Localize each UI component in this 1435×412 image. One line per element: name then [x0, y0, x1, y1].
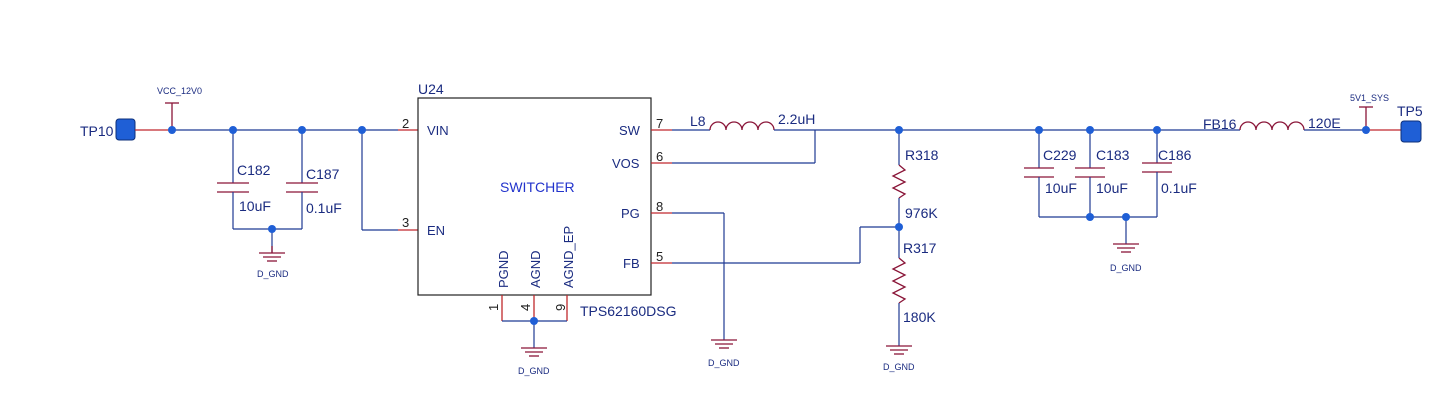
junction-dot — [268, 225, 276, 233]
r317-ref: R317 — [903, 240, 937, 256]
net-label-5v1-sys: 5V1_SYS — [1350, 93, 1389, 103]
ic-function-label: SWITCHER — [500, 179, 575, 195]
junction-dot — [358, 126, 366, 134]
ground-symbol-feedback: D_GND — [883, 345, 915, 372]
gnd-label-output: D_GND — [1110, 263, 1142, 273]
ic-ref: U24 — [418, 81, 444, 97]
junction-dot — [1362, 126, 1370, 134]
junction-dot — [1035, 126, 1043, 134]
junction-dot — [1086, 213, 1094, 221]
pin-en-number: 3 — [402, 215, 409, 230]
c186-ref: C186 — [1158, 147, 1192, 163]
gnd-label-pg: D_GND — [708, 358, 740, 368]
r318-ref: R318 — [905, 147, 939, 163]
testpoint-tp10-label: TP10 — [80, 123, 114, 139]
ground-symbol-pg: D_GND — [708, 339, 740, 368]
pin-agnd-ep-name: AGND_EP — [561, 226, 576, 288]
power-port-vcc-12v0: VCC_12V0 — [157, 86, 202, 130]
fb16-value: 120E — [1308, 115, 1341, 131]
junction-dot — [1122, 213, 1130, 221]
pin-pg-number: 8 — [656, 199, 663, 214]
capacitor-c182[interactable]: C182 10uF — [217, 130, 271, 229]
c183-value: 10uF — [1096, 180, 1128, 196]
resistor-r318[interactable]: R318 976K — [891, 130, 939, 258]
capacitor-c186[interactable]: C186 0.1uF — [1142, 130, 1197, 217]
pin-agnd-ep-number: 9 — [553, 304, 568, 311]
r318-value: 976K — [905, 205, 938, 221]
gnd-label-feedback: D_GND — [883, 362, 915, 372]
pin-fb-number: 5 — [656, 249, 663, 264]
fb16-ref: FB16 — [1203, 116, 1237, 132]
capacitor-c229[interactable]: C229 10uF — [1024, 130, 1077, 217]
pin-agnd-name: AGND — [528, 250, 543, 288]
junction-dot — [895, 223, 903, 231]
resistor-r317[interactable]: R317 180K — [891, 240, 937, 346]
junction-dot — [168, 126, 176, 134]
pin-vin-number: 2 — [402, 116, 409, 131]
gnd-label-input: D_GND — [257, 269, 289, 279]
ferrite-bead-fb16[interactable]: FB16 120E — [1203, 115, 1341, 132]
c182-value: 10uF — [239, 198, 271, 214]
junction-dot — [895, 126, 903, 134]
power-port-5v1-sys: 5V1_SYS — [1350, 93, 1389, 130]
pin-vos-number: 6 — [656, 149, 663, 164]
junction-dot — [229, 126, 237, 134]
c183-ref: C183 — [1096, 147, 1130, 163]
net-label-vcc-12v0: VCC_12V0 — [157, 86, 202, 96]
r317-value: 180K — [903, 309, 936, 325]
c229-value: 10uF — [1045, 180, 1077, 196]
ground-symbol-input: D_GND — [257, 246, 289, 279]
c186-value: 0.1uF — [1161, 180, 1197, 196]
pin-sw-number: 7 — [656, 116, 663, 131]
pin-pgnd-number: 1 — [486, 304, 501, 311]
c229-ref: C229 — [1043, 147, 1077, 163]
junction-dot — [1153, 126, 1161, 134]
pin-agnd-number: 4 — [518, 304, 533, 311]
testpoint-tp5[interactable]: TP5 — [1397, 103, 1423, 143]
junction-dot — [298, 126, 306, 134]
capacitor-c183[interactable]: C183 10uF — [1075, 130, 1130, 217]
pin-pgnd-name: PGND — [496, 250, 511, 288]
junction-dot — [1086, 126, 1094, 134]
l8-value: 2.2uH — [778, 111, 815, 127]
l8-ref: L8 — [690, 113, 706, 129]
ic-part-number: TPS62160DSG — [580, 303, 677, 319]
c187-ref: C187 — [306, 166, 340, 182]
pin-vin-name: VIN — [427, 123, 449, 138]
ground-symbol-output: D_GND — [1110, 243, 1142, 273]
pin-fb-name: FB — [623, 256, 640, 271]
c187-value: 0.1uF — [306, 200, 342, 216]
capacitor-c187[interactable]: C187 0.1uF — [286, 130, 342, 229]
testpoint-tp10[interactable]: TP10 — [80, 118, 136, 141]
ic-u24[interactable]: U24 SWITCHER TPS62160DSG VIN 2 EN 3 SW 7… — [402, 81, 677, 319]
testpoint-tp5-label: TP5 — [1397, 103, 1423, 119]
c182-ref: C182 — [237, 162, 271, 178]
ground-symbol-ic: D_GND — [518, 347, 550, 376]
pin-vos-name: VOS — [612, 156, 640, 171]
inductor-l8[interactable]: L8 2.2uH — [690, 111, 815, 131]
pin-pg-name: PG — [621, 206, 640, 221]
junction-dot — [530, 317, 538, 325]
gnd-label-ic: D_GND — [518, 366, 550, 376]
pin-sw-name: SW — [619, 123, 641, 138]
pin-en-name: EN — [427, 223, 445, 238]
